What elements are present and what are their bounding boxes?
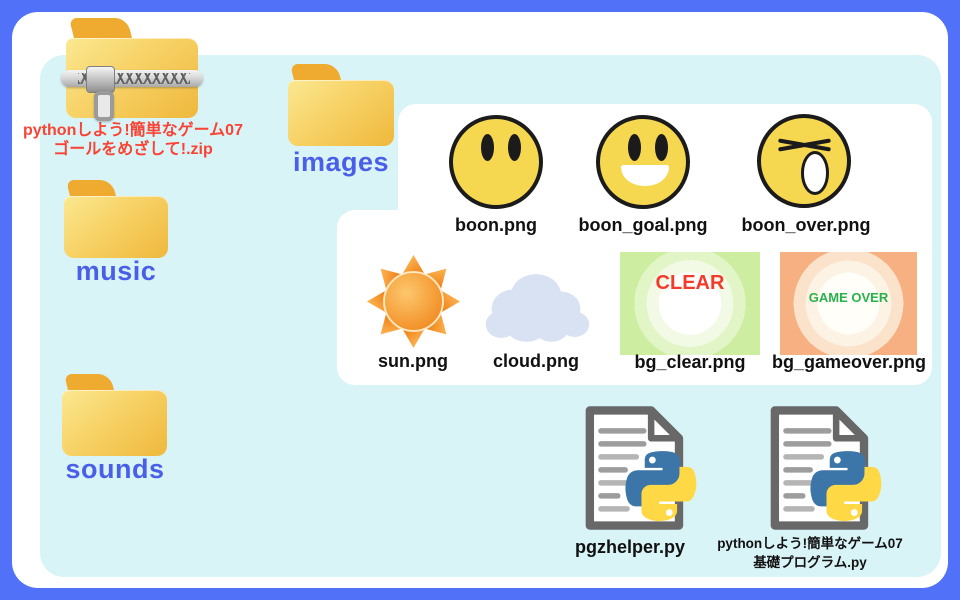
smiley-eye (655, 133, 669, 161)
file-label-bg-clear: bg_clear.png (634, 352, 746, 372)
file-label-boon: boon.png (455, 215, 537, 235)
zipper-teeth-icon (78, 73, 190, 84)
clear-background-thumbnail[interactable]: CLEAR (620, 252, 760, 355)
zip-file-label-line1: pythonしよう!簡単なゲーム07 (23, 122, 243, 139)
folder-body (64, 195, 168, 258)
folder-label-music: music (75, 256, 157, 286)
zip-file-label-line2: ゴールをめざして!.zip (53, 141, 213, 158)
folder-label-images: images (292, 147, 390, 177)
folder-body (288, 80, 394, 146)
file-label-base-program: pythonしよう!簡単なゲーム07 基礎プログラム.py (703, 534, 917, 572)
zip-folder-icon[interactable] (61, 18, 203, 121)
file-label-cloud: cloud.png (493, 351, 579, 371)
smiley-eye (508, 133, 522, 161)
smiley-eye (628, 133, 642, 161)
sun-icon[interactable] (366, 253, 461, 350)
file-label-bg-gameover: bg_gameover.png (771, 352, 927, 372)
zip-file-label: pythonしよう!簡単なゲーム07 ゴールをめざして!.zip (8, 121, 258, 159)
python-file-graphic (585, 406, 697, 530)
sun-graphic (366, 254, 461, 349)
folder-body (62, 390, 167, 456)
clear-overlay-text: CLEAR (655, 272, 725, 294)
cloud-icon[interactable] (478, 266, 594, 348)
gameover-background-thumbnail[interactable]: GAME OVER (780, 252, 917, 355)
file-label-boon-over: boon_over.png (741, 215, 871, 235)
file-label-boon-goal: boon_goal.png (578, 215, 708, 235)
zipper-pull-icon (94, 91, 114, 121)
file-label-base-program-line2: 基礎プログラム.py (753, 555, 867, 570)
file-label-pgzhelper: pgzhelper.py (574, 537, 686, 557)
python-file-icon-pgzhelper[interactable] (575, 400, 705, 536)
file-label-base-program-line1: pythonしよう!簡単なゲーム07 (717, 536, 903, 551)
python-file-icon-base-program[interactable] (760, 400, 890, 536)
folder-icon-music[interactable] (64, 180, 168, 258)
folder-icon-sounds[interactable] (62, 374, 167, 456)
folder-label-sounds: sounds (65, 454, 165, 484)
smiley-open-mouth (800, 150, 829, 195)
gameover-overlay-text: GAME OVER (808, 290, 889, 305)
zipper-slider-icon (86, 66, 115, 93)
python-file-graphic (770, 406, 882, 530)
smiley-face-icon[interactable] (449, 115, 543, 209)
smiley-knockout-face-icon[interactable] (757, 114, 851, 208)
cloud-graphic (485, 274, 590, 342)
folder-icon-images[interactable] (288, 64, 394, 146)
file-label-sun: sun.png (378, 351, 448, 371)
smiley-mouth (620, 164, 669, 187)
smiley-eye (481, 133, 495, 161)
smiley-smile-face-icon[interactable] (596, 115, 690, 209)
